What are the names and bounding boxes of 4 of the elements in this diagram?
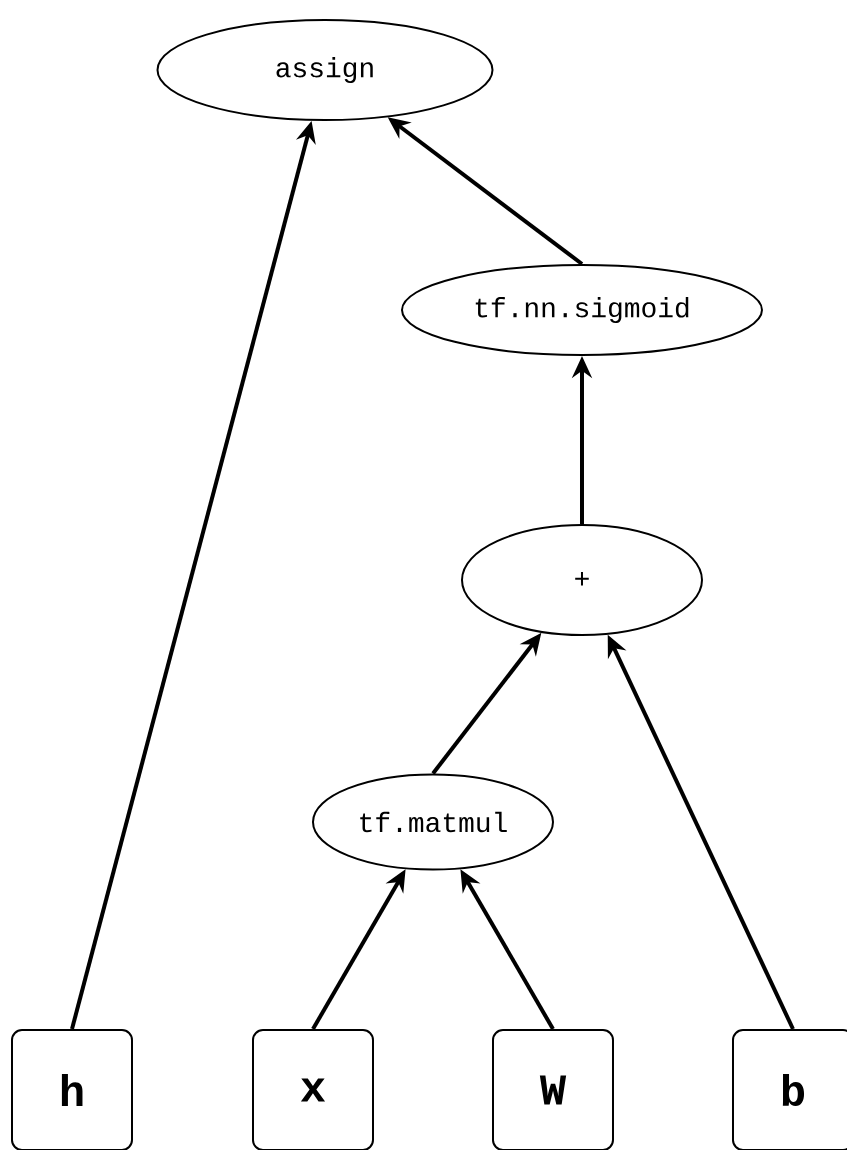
variable-box: x (252, 1029, 374, 1150)
variable-box: h (11, 1029, 133, 1150)
variable-box: b (732, 1029, 847, 1150)
variable-box: W (492, 1029, 614, 1150)
